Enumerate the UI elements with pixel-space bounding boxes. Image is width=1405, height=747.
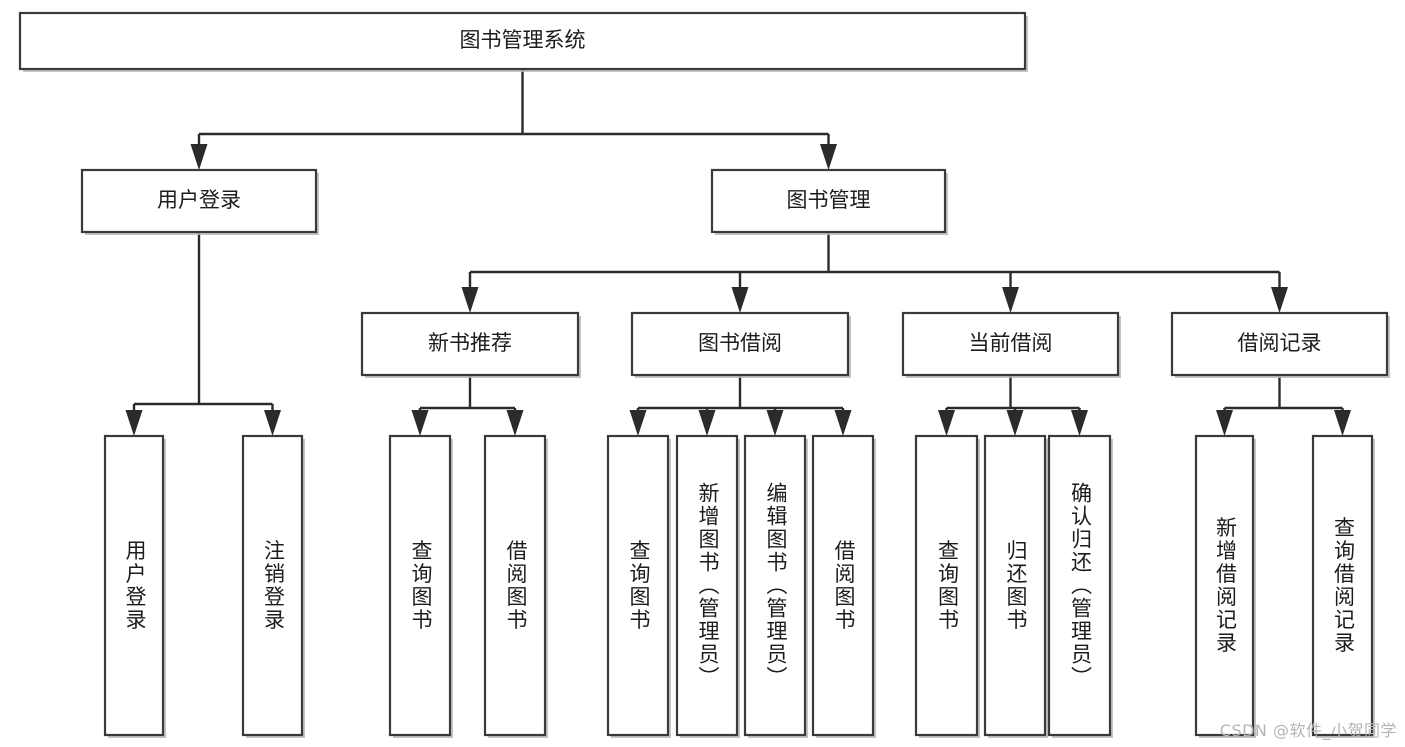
node-label: 用户登录	[123, 540, 147, 632]
arrowhead-icon	[1271, 287, 1288, 313]
node-leaf-query-book-recommend[interactable]: 查询图书	[388, 434, 453, 738]
connector-root-to-level2	[190, 69, 837, 170]
node-box[interactable]	[388, 434, 452, 737]
node-label: 新书推荐	[428, 331, 512, 355]
node-label: 归还图书	[1004, 540, 1028, 632]
node-box[interactable]	[811, 434, 875, 737]
node-leaf-borrow-book-recommend[interactable]: 借阅图书	[483, 434, 548, 738]
node-label: 查询图书	[409, 540, 433, 632]
node-label: 图书管理系统	[460, 28, 586, 52]
node-label: 编辑图书（管理员）	[764, 482, 788, 689]
connector-layer	[125, 69, 1351, 436]
node-leaf-return-book[interactable]: 归还图书	[983, 434, 1048, 738]
node-root[interactable]: 图书管理系统	[18, 11, 1028, 72]
arrowhead-icon	[411, 410, 429, 436]
node-box[interactable]	[1194, 434, 1255, 737]
node-leaf-add-borrow-record[interactable]: 新增借阅记录	[1194, 434, 1256, 738]
node-leaf-borrow-book[interactable]: 借阅图书	[811, 434, 876, 738]
node-box[interactable]	[103, 434, 165, 737]
arrowhead-icon	[938, 410, 955, 436]
node-leaf-query-borrow-record[interactable]: 查询借阅记录	[1311, 434, 1375, 738]
node-label: 借阅图书	[504, 540, 528, 632]
node-borrow-record[interactable]: 借阅记录	[1170, 311, 1390, 378]
arrowhead-icon	[125, 410, 143, 436]
arrowhead-icon	[698, 410, 716, 436]
node-box[interactable]	[18, 11, 1027, 71]
node-box[interactable]	[914, 434, 979, 737]
node-book-management[interactable]: 图书管理	[710, 168, 948, 235]
node-label: 新增借阅记录	[1214, 517, 1238, 655]
node-box[interactable]	[630, 311, 850, 377]
node-label: 新增图书（管理员）	[696, 482, 720, 689]
node-leaf-add-book[interactable]: 新增图书（管理员）	[675, 434, 740, 738]
node-box[interactable]	[1047, 434, 1112, 737]
node-user-login[interactable]: 用户登录	[80, 168, 319, 235]
node-label: 用户登录	[157, 188, 241, 212]
node-label: 查询图书	[936, 540, 960, 632]
node-label: 查询借阅记录	[1332, 517, 1356, 655]
node-box[interactable]	[606, 434, 670, 737]
arrowhead-icon	[1002, 287, 1019, 313]
arrowhead-icon	[820, 144, 837, 170]
arrowhead-icon	[1006, 410, 1024, 436]
connector-borrow-to-leaves	[629, 375, 852, 436]
node-box[interactable]	[710, 168, 947, 234]
node-book-borrow[interactable]: 图书借阅	[630, 311, 851, 378]
arrowhead-icon	[1334, 410, 1351, 436]
node-box[interactable]	[983, 434, 1047, 737]
node-box[interactable]	[901, 311, 1120, 377]
connector-current-to-leaves	[938, 375, 1088, 436]
node-box[interactable]	[1311, 434, 1374, 737]
node-box[interactable]	[675, 434, 739, 737]
node-label: 借阅记录	[1238, 331, 1322, 355]
arrowhead-icon	[731, 287, 749, 313]
arrowhead-icon	[506, 410, 524, 436]
node-box[interactable]	[80, 168, 318, 234]
node-leaf-edit-book[interactable]: 编辑图书（管理员）	[743, 434, 808, 738]
arrowhead-icon	[264, 410, 281, 436]
node-label: 查询图书	[627, 540, 651, 632]
node-leaf-confirm-return[interactable]: 确认归还（管理员）	[1047, 434, 1113, 738]
node-leaf-query-book-current[interactable]: 查询图书	[914, 434, 980, 738]
arrowhead-icon	[629, 410, 647, 436]
node-leaf-query-book-borrow[interactable]: 查询图书	[606, 434, 671, 738]
arrowhead-icon	[766, 410, 784, 436]
node-box[interactable]	[360, 311, 580, 377]
node-leaf-logout[interactable]: 注销登录	[241, 434, 305, 738]
arrowhead-icon	[834, 410, 852, 436]
node-label: 当前借阅	[969, 331, 1053, 355]
arrowhead-icon	[1216, 410, 1233, 436]
node-box[interactable]	[743, 434, 807, 737]
arrowhead-icon	[190, 144, 208, 170]
node-label: 图书管理	[787, 188, 871, 212]
connector-record-to-leaves	[1216, 375, 1351, 436]
node-box[interactable]	[483, 434, 547, 737]
connector-userlogin-to-leaves	[125, 232, 281, 436]
arrowhead-icon	[461, 287, 479, 313]
node-current-borrow[interactable]: 当前借阅	[901, 311, 1121, 378]
node-label: 借阅图书	[832, 540, 856, 632]
node-box[interactable]	[1170, 311, 1389, 377]
node-label: 确认归还（管理员）	[1069, 482, 1093, 689]
node-label: 图书借阅	[698, 331, 782, 355]
arrowhead-icon	[1071, 410, 1088, 436]
node-layer: 图书管理系统用户登录图书管理新书推荐图书借阅当前借阅借阅记录用户登录注销登录查询…	[18, 11, 1390, 738]
connector-bookmgmt-to-level3	[461, 232, 1288, 313]
node-leaf-user-login[interactable]: 用户登录	[103, 434, 166, 738]
node-box[interactable]	[241, 434, 304, 737]
node-label: 注销登录	[262, 540, 286, 632]
connector-recommend-to-leaves	[411, 375, 524, 436]
node-new-book-recommend[interactable]: 新书推荐	[360, 311, 581, 378]
